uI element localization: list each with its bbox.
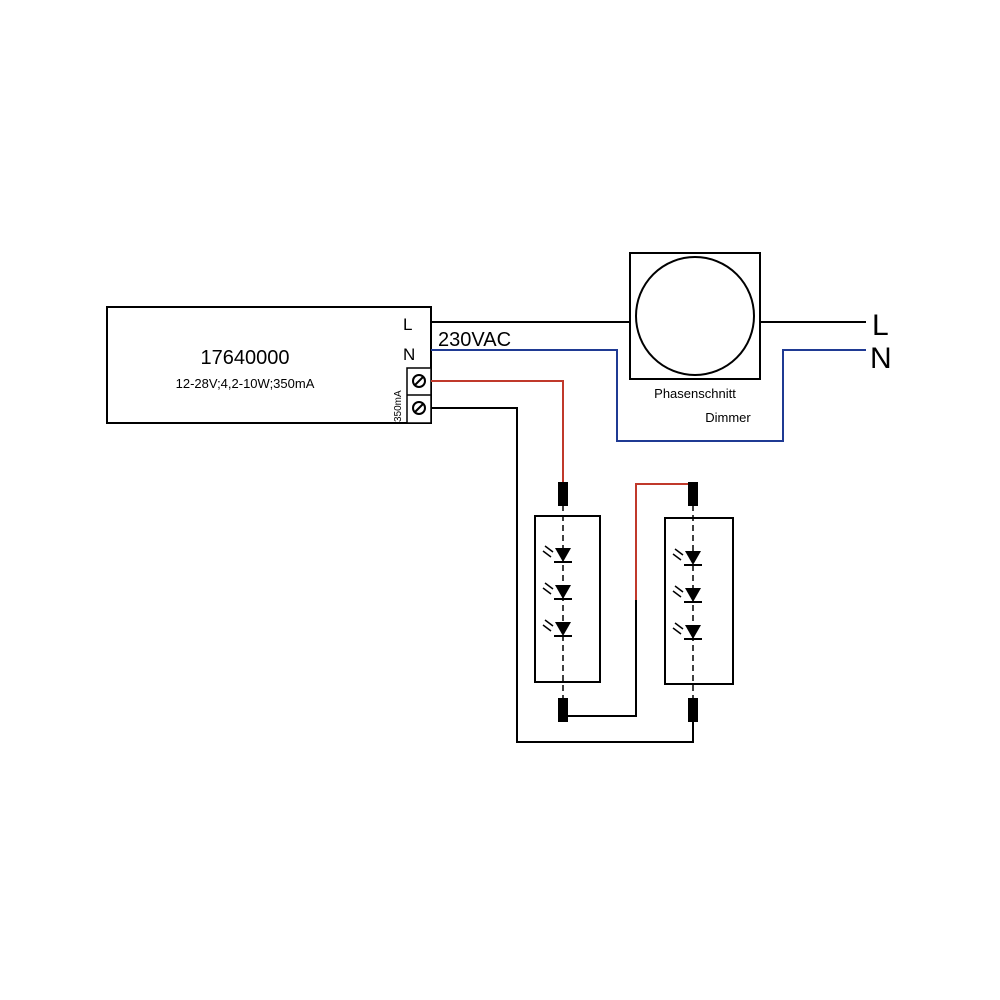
output-terminal-block: [406, 367, 432, 424]
driver-body: [106, 306, 432, 424]
driver-model: 17640000: [201, 347, 290, 369]
dimmer-label-line1: Phasenschnitt: [654, 386, 736, 401]
mains-voltage: 230VAC: [438, 329, 511, 351]
driver-terminal-n: N: [403, 345, 415, 364]
led-wiring: [431, 380, 694, 743]
phase-cut-dimmer: Phasenschnitt Dimmer: [629, 252, 761, 425]
connector-top: [558, 482, 568, 506]
led-driver: 17640000 12-28V;4,2-10W;350mA L N 350mA: [106, 306, 432, 424]
mains-n-label: N: [870, 342, 892, 375]
led-icon: [672, 585, 702, 603]
dimmer-label-line2: Dimmer: [705, 410, 751, 425]
mains-l-label: L: [872, 309, 889, 342]
output-current-label: 350mA: [393, 390, 404, 422]
connector-top: [688, 482, 698, 506]
led-module-1: [534, 482, 601, 722]
driver-spec: 12-28V;4,2-10W;350mA: [176, 376, 315, 391]
led-icon: [542, 582, 572, 600]
interconnect-wire-red: [635, 483, 693, 600]
led-icon: [542, 545, 572, 563]
neutral-wire: [431, 349, 866, 442]
interconnect-wire-black: [563, 600, 637, 717]
mains-wiring: 230VAC L N: [431, 309, 892, 442]
led-module-2: [664, 482, 734, 722]
negative-wire: [431, 407, 694, 743]
connector-bottom: [688, 698, 698, 722]
positive-wire: [431, 380, 564, 483]
connector-bottom: [558, 698, 568, 722]
led-icon: [542, 619, 572, 637]
led-icon: [672, 548, 702, 566]
dimmer-knob: [635, 256, 755, 376]
driver-terminal-l: L: [403, 315, 412, 334]
led-icon: [672, 622, 702, 640]
